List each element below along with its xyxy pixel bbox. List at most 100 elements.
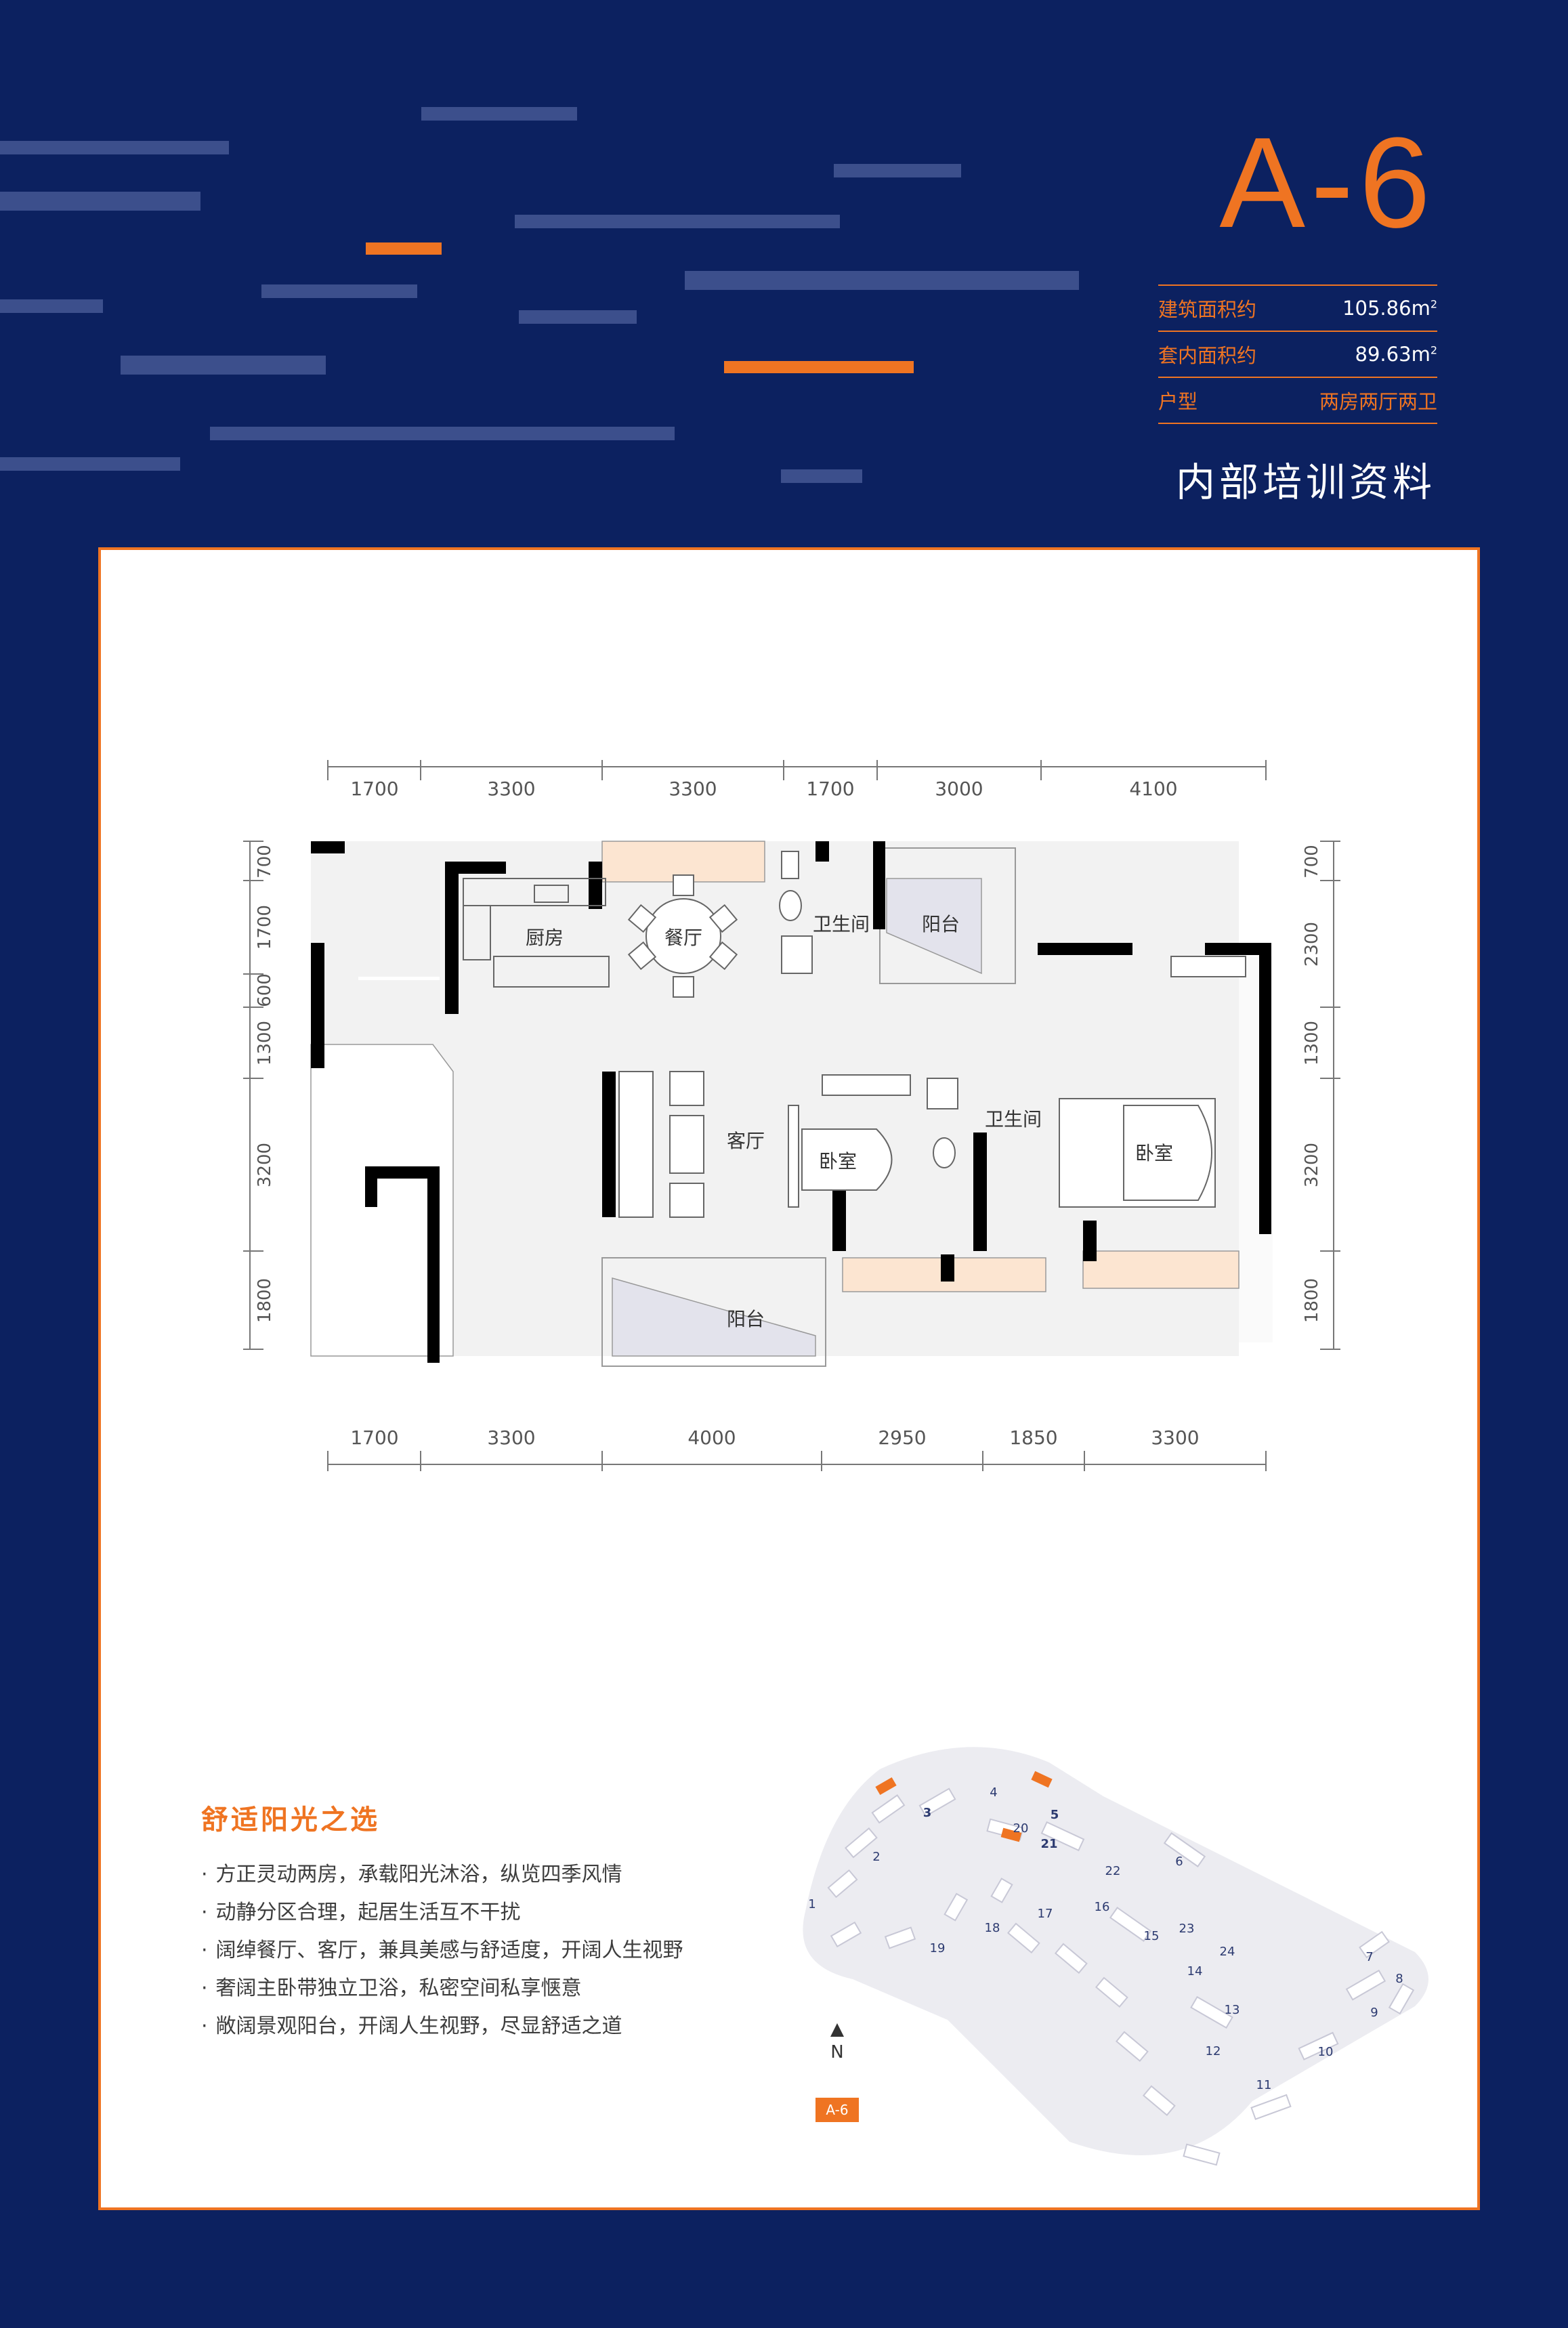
feature-item: 阔绰餐厅、客厅，兼具美感与舒适度，开阔人生视野 xyxy=(201,1940,683,1962)
spec-table: 建筑面积约 105.86m2 套内面积约 89.63m2 户型 两房两厅两卫 xyxy=(1158,284,1437,424)
site-boundary xyxy=(803,1747,1428,2155)
header-stripe xyxy=(834,164,961,177)
building-number: 5 xyxy=(1051,1808,1059,1822)
room-label-bath2: 卫生间 xyxy=(985,1108,1042,1130)
site-buildings xyxy=(827,1787,1415,2166)
building-number: 11 xyxy=(1256,2078,1272,2092)
building-number: 20 xyxy=(1013,1821,1029,1836)
right-dim-label: 700 xyxy=(1302,845,1322,879)
building-number: 14 xyxy=(1187,1964,1203,1978)
walls xyxy=(311,841,1271,1363)
header-stripe xyxy=(0,299,103,313)
bedroom1-bed xyxy=(801,1074,911,1191)
spec-row-gross-area: 建筑面积约 105.86m2 xyxy=(1158,284,1437,331)
bottom-dim-label: 3300 xyxy=(1151,1426,1199,1449)
right-dim-label: 2300 xyxy=(1302,922,1322,967)
header-stripe-accent xyxy=(724,361,914,373)
building-number: 16 xyxy=(1095,1900,1110,1914)
header-stripe-accent xyxy=(366,242,442,255)
top-dim-label: 1700 xyxy=(350,778,398,800)
dining-table xyxy=(627,874,738,998)
bath2-fixtures xyxy=(927,1078,958,1168)
building-number: 8 xyxy=(1395,1972,1403,1986)
header-stripe xyxy=(210,427,675,440)
header-stripe xyxy=(519,310,637,324)
top-dim-label: 1700 xyxy=(806,778,854,800)
left-dim-label: 3200 xyxy=(255,1143,275,1187)
building-number: 17 xyxy=(1038,1907,1053,1921)
internal-training-note: 内部培训资料 xyxy=(1175,459,1436,505)
left-dim-label: 1700 xyxy=(255,905,275,950)
left-dim-label: 1800 xyxy=(255,1278,275,1323)
highlighted-buildings xyxy=(875,1771,1053,1842)
bay-window-right xyxy=(1082,1250,1239,1289)
top-dim-label: 3300 xyxy=(487,778,535,800)
feature-item: 敞阔景观阳台，开阔人生视野，尽显舒适之道 xyxy=(201,2016,683,2037)
building-number: 13 xyxy=(1225,2003,1240,2017)
spec-value: 105.86m2 xyxy=(1342,297,1437,320)
north-label: N xyxy=(830,2042,843,2062)
room-label-bath1: 卫生间 xyxy=(813,913,870,935)
bath1-fixtures xyxy=(779,851,813,974)
features-list: 方正灵动两房，承载阳光沐浴，纵览四季风情 动静分区合理，起居生活互不干扰 阔绰餐… xyxy=(201,1864,683,2037)
left-dim-label: 700 xyxy=(255,845,275,879)
room-label-balcony2: 阳台 xyxy=(727,1308,765,1330)
header-stripe xyxy=(0,457,180,471)
room-label-balcony1: 阳台 xyxy=(922,913,960,935)
building-number: 24 xyxy=(1220,1945,1235,1959)
building-number: 2 xyxy=(872,1850,880,1864)
bottom-dim-label: 3300 xyxy=(487,1426,535,1449)
room-label-bedroom2: 卧室 xyxy=(1135,1142,1173,1164)
feature-item: 方正灵动两房，承载阳光沐浴，纵览四季风情 xyxy=(201,1864,683,1886)
room-label-bedroom1: 卧室 xyxy=(819,1150,857,1172)
header-stripe xyxy=(0,192,200,211)
features-section: 舒适阳光之选 方正灵动两房，承载阳光沐浴，纵览四季风情 动静分区合理，起居生活互… xyxy=(201,1798,683,2054)
bedroom2-bed xyxy=(1059,956,1246,1208)
floor-plan: 1700 3300 3300 1700 3000 4100 1700 3 xyxy=(236,753,1361,1508)
header-stripe xyxy=(421,107,577,121)
bottom-dim-label: 4000 xyxy=(687,1426,736,1449)
top-dimension-line xyxy=(327,760,1267,780)
spec-label: 套内面积约 xyxy=(1158,344,1257,367)
left-dimension-line xyxy=(243,841,263,1350)
top-dim-label: 3300 xyxy=(669,778,717,800)
left-dim-label: 1300 xyxy=(255,1021,275,1065)
building-number: 12 xyxy=(1206,2044,1221,2058)
building-number: 22 xyxy=(1105,1864,1121,1878)
building-number: 15 xyxy=(1144,1929,1160,1943)
spec-value: 89.63m2 xyxy=(1355,343,1437,366)
header-stripe xyxy=(515,215,840,228)
building-number: 21 xyxy=(1040,1837,1057,1851)
building-number: 4 xyxy=(990,1785,997,1800)
bottom-dimension-line xyxy=(327,1451,1267,1471)
bottom-dim-label: 1850 xyxy=(1009,1426,1057,1449)
spec-label: 建筑面积约 xyxy=(1158,298,1257,321)
unit-tag-label: A-6 xyxy=(826,2102,848,2118)
content-panel: 1700 3300 3300 1700 3000 4100 1700 3 xyxy=(98,547,1480,2210)
building-number: 18 xyxy=(985,1921,1000,1935)
right-dim-label: 3200 xyxy=(1302,1143,1322,1187)
spec-row-layout: 户型 两房两厅两卫 xyxy=(1158,377,1437,424)
feature-item: 奢阔主卧带独立卫浴，私密空间私享惬意 xyxy=(201,1978,683,1999)
site-map: 1 2 3 4 5 6 7 8 9 10 11 12 13 14 15 16 1… xyxy=(765,1735,1442,2199)
spec-value: 两房两厅两卫 xyxy=(1319,390,1437,413)
unit-tag-box xyxy=(815,2098,859,2122)
balcony-right-upper xyxy=(886,878,982,975)
building-number: 3 xyxy=(923,1806,932,1820)
building-number: 19 xyxy=(930,1941,946,1955)
unit-code-title: A-6 xyxy=(1219,111,1436,255)
north-arrow-icon xyxy=(830,2023,844,2037)
right-dim-label: 1800 xyxy=(1302,1278,1322,1323)
balcony-bottom xyxy=(612,1277,816,1357)
top-dim-label: 3000 xyxy=(935,778,983,800)
right-dimension-line xyxy=(1320,841,1340,1350)
building-number: 9 xyxy=(1370,2006,1378,2020)
right-dim-label: 1300 xyxy=(1302,1021,1322,1065)
room-label-dining: 餐厅 xyxy=(664,927,702,949)
bottom-dim-label: 1700 xyxy=(350,1426,398,1449)
features-title: 舒适阳光之选 xyxy=(201,1804,380,1836)
building-number: 23 xyxy=(1179,1922,1195,1936)
spec-label: 户型 xyxy=(1158,390,1198,413)
header-stripe xyxy=(781,469,862,483)
building-number: 6 xyxy=(1175,1855,1183,1869)
